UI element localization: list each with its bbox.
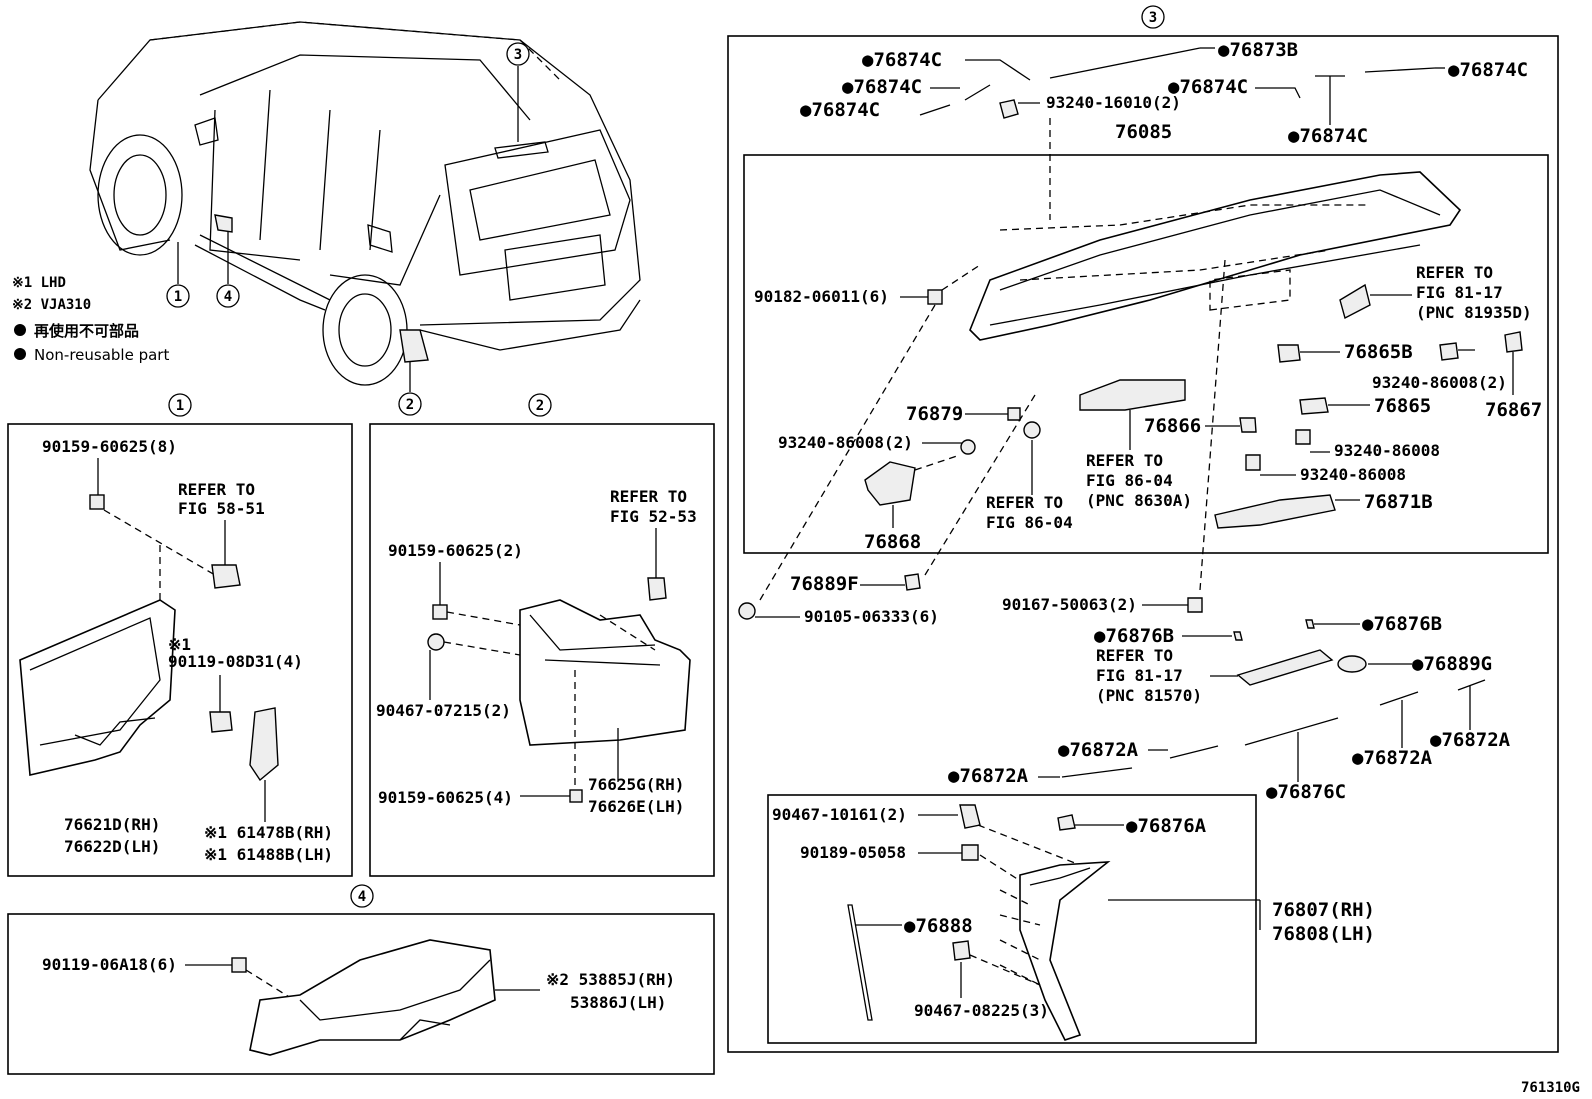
label-76876C: ●76876C bbox=[1266, 781, 1346, 803]
svg-text:4: 4 bbox=[224, 289, 232, 305]
legend-note-vja: ※2 VJA310 bbox=[12, 297, 91, 313]
label-76874C: ●76874C bbox=[1288, 125, 1368, 147]
label-76874C: ●76874C bbox=[862, 49, 942, 71]
svg-text:1: 1 bbox=[176, 398, 184, 414]
label-screw-93240-86008: 93240-86008 bbox=[1334, 441, 1440, 460]
label-screw-93240-86008: 93240-86008 bbox=[1300, 465, 1406, 484]
label-76874C: ●76874C bbox=[800, 99, 880, 121]
section-4: 4 90119-06A18(6) ※2 53885J(RH) 53886J(LH… bbox=[7, 884, 715, 1075]
label-clip-90467-08225: 90467-08225(3) bbox=[914, 1001, 1049, 1020]
label-76876A: ●76876A bbox=[1126, 815, 1207, 837]
refer-text: REFER TO bbox=[1416, 263, 1493, 282]
callout-3-top: 3 bbox=[506, 42, 530, 66]
refer-text: REFER TO bbox=[1096, 646, 1173, 665]
refer-text: FIG 86-04 bbox=[1086, 471, 1173, 490]
callout-4-car: 4 bbox=[216, 284, 240, 308]
label-76889G: ●76889G bbox=[1412, 653, 1492, 675]
refer-text: FIG 52-53 bbox=[610, 507, 697, 526]
label-garnish-lh: 76808(LH) bbox=[1272, 923, 1375, 945]
legend-note-lhd: ※1 LHD bbox=[12, 275, 66, 291]
vehicle-illustration bbox=[89, 21, 641, 392]
label-screw-93240-16010: 93240-16010(2) bbox=[1046, 93, 1181, 112]
legend-en-note: Non-reusable part bbox=[34, 346, 169, 364]
figure-id: 761310G bbox=[1521, 1080, 1580, 1096]
refer-text: FIG 81-17 bbox=[1096, 666, 1183, 685]
label-nut-90182: 90182-06011(6) bbox=[754, 287, 889, 306]
label-76871B: 76871B bbox=[1364, 491, 1433, 513]
svg-text:2: 2 bbox=[536, 398, 544, 414]
callout-1-car: 1 bbox=[166, 284, 190, 308]
svg-text:1: 1 bbox=[174, 289, 182, 305]
label-cover-rh: ※2 53885J(RH) bbox=[546, 970, 675, 989]
label-76879: 76879 bbox=[906, 403, 963, 425]
label-bracket-rh: ※1 61478B(RH) bbox=[204, 823, 333, 842]
refer-text: FIG 86-04 bbox=[986, 513, 1073, 532]
label-76866: 76866 bbox=[1144, 415, 1201, 437]
legend: ※1 LHD ※2 VJA310 再使用不可部品 Non-reusable pa… bbox=[12, 275, 169, 364]
label-clip-90467-10161: 90467-10161(2) bbox=[772, 805, 907, 824]
label-clip-90189: 90189-05058 bbox=[800, 843, 906, 862]
section-3: 3 ●76874C ●76873B ●76874C ●76874C 93240-… bbox=[727, 5, 1559, 1053]
refer-text: FIG 58-51 bbox=[178, 499, 265, 518]
label-76867: 76867 bbox=[1485, 399, 1542, 421]
label-76872A: ●76872A bbox=[1058, 739, 1139, 761]
label-note-lhd: ※1 bbox=[168, 635, 191, 654]
svg-text:4: 4 bbox=[358, 889, 366, 905]
label-bolt-90105: 90105-06333(6) bbox=[804, 607, 939, 626]
label-bracket-lh: ※1 61488B(LH) bbox=[204, 845, 333, 864]
label-bolt-90159-2: 90159-60625(2) bbox=[388, 541, 523, 560]
label-76873B: ●76873B bbox=[1218, 39, 1298, 61]
bullet-icon bbox=[14, 324, 26, 336]
section-2: 2 REFER TO FIG 52-53 90159-60625(2) 9046… bbox=[369, 393, 715, 877]
label-bolt-90167: 90167-50063(2) bbox=[1002, 595, 1137, 614]
label-bolt-90159-8: 90159-60625(8) bbox=[42, 437, 177, 456]
label-76868: 76868 bbox=[864, 531, 921, 553]
label-screw-93240-86008-2b: 93240-86008(2) bbox=[778, 433, 913, 452]
refer-text: REFER TO bbox=[178, 480, 255, 499]
refer-text: REFER TO bbox=[986, 493, 1063, 512]
label-76874C: ●76874C bbox=[1448, 59, 1528, 81]
label-cover-lh: 53886J(LH) bbox=[570, 993, 666, 1012]
refer-text: (PNC 8630A) bbox=[1086, 491, 1192, 510]
svg-text:3: 3 bbox=[514, 47, 522, 63]
refer-text: (PNC 81935D) bbox=[1416, 303, 1532, 322]
label-76876B: ●76876B bbox=[1094, 625, 1174, 647]
label-bolt-90159-4: 90159-60625(4) bbox=[378, 788, 513, 807]
svg-text:2: 2 bbox=[406, 397, 414, 413]
label-76874C: ●76874C bbox=[1168, 76, 1248, 98]
label-screw-90119-6: 90119-06A18(6) bbox=[42, 955, 177, 974]
label-mudguard-rh: 76625G(RH) bbox=[588, 775, 684, 794]
label-76872A: ●76872A bbox=[1430, 729, 1511, 751]
label-mudguard-rh: 76621D(RH) bbox=[64, 815, 160, 834]
label-76872A: ●76872A bbox=[948, 765, 1029, 787]
label-mudguard-lh: 76622D(LH) bbox=[64, 837, 160, 856]
refer-text: REFER TO bbox=[1086, 451, 1163, 470]
label-garnish-rh: 76807(RH) bbox=[1272, 899, 1375, 921]
label-76874C: ●76874C bbox=[842, 76, 922, 98]
refer-text: REFER TO bbox=[610, 487, 687, 506]
label-76889F: 76889F bbox=[790, 573, 859, 595]
label-screw-90119: 90119-08D31(4) bbox=[168, 652, 303, 671]
label-clip-90467-2: 90467-07215(2) bbox=[376, 701, 511, 720]
label-76888: ●76888 bbox=[904, 915, 973, 937]
refer-text: FIG 81-17 bbox=[1416, 283, 1503, 302]
label-76876B: ●76876B bbox=[1362, 613, 1442, 635]
section-1: 1 90159-60625(8) REFER TO FIG 58-51 ※1 9… bbox=[7, 393, 353, 877]
refer-text: (PNC 81570) bbox=[1096, 686, 1202, 705]
label-76865B: 76865B bbox=[1344, 341, 1413, 363]
bullet-icon bbox=[14, 348, 26, 360]
callout-2-car: 2 bbox=[398, 392, 422, 416]
label-spoiler: 76085 bbox=[1115, 121, 1172, 143]
label-mudguard-lh: 76626E(LH) bbox=[588, 797, 684, 816]
label-screw-93240-86008-2: 93240-86008(2) bbox=[1372, 373, 1507, 392]
label-76872A: ●76872A bbox=[1352, 747, 1433, 769]
svg-text:3: 3 bbox=[1149, 10, 1157, 26]
legend-jp-note: 再使用不可部品 bbox=[34, 322, 139, 340]
label-76865: 76865 bbox=[1374, 395, 1431, 417]
